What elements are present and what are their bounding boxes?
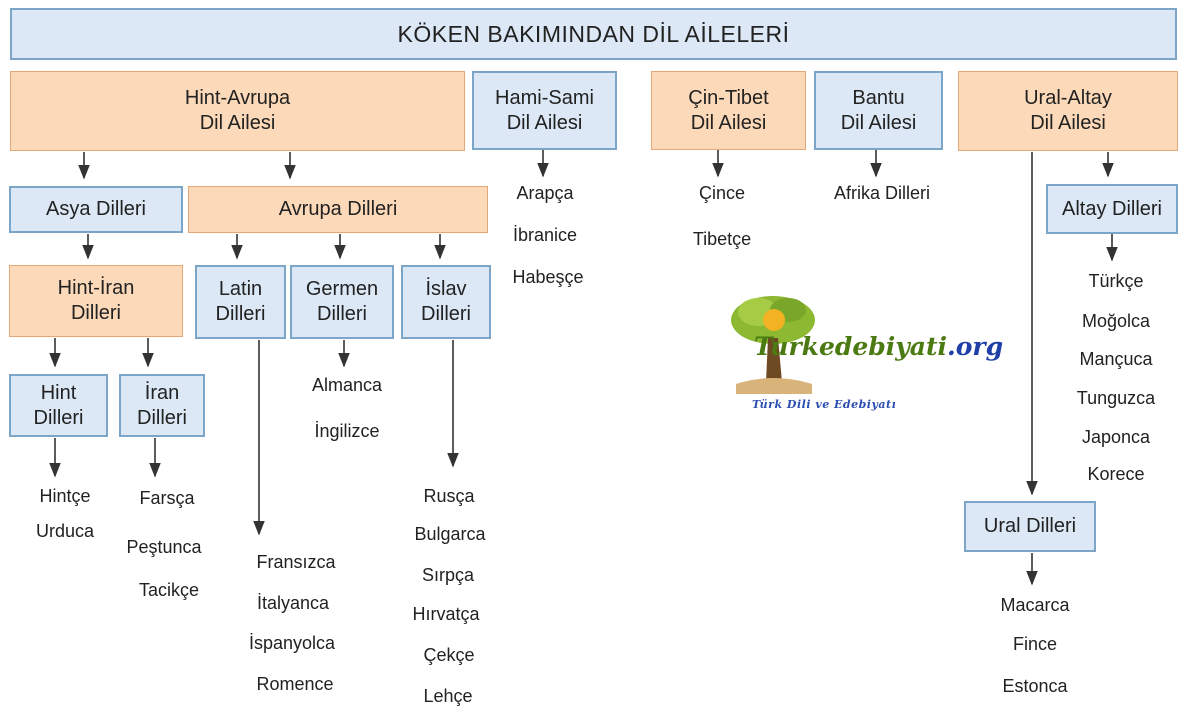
group-asya: Asya Dilleri [9,186,183,233]
lang-ibranice: İbranice [512,225,578,245]
lang-sirpca: Sırpça [421,565,475,585]
lang-cekce: Çekçe [423,645,475,665]
lang-fransizca: Fransızca [256,552,336,572]
lang-farsca: Farsça [139,488,195,508]
lang-italyanca: İtalyanca [256,593,330,613]
family-hami-sami: Hami-Sami Dil Ailesi [472,71,617,150]
lang-japonca: Japonca [1081,427,1151,447]
lang-habesce: Habeşçe [512,267,584,287]
group-germen: Germen Dilleri [290,265,394,339]
lang-turkce: Türkçe [1088,271,1144,291]
group-hint-iran: Hint-İran Dilleri [9,265,183,337]
lang-mancuca: Mançuca [1079,349,1153,369]
lang-estonca: Estonca [1002,676,1068,696]
group-latin: Latin Dilleri [195,265,286,339]
lang-bulgarca: Bulgarca [414,524,486,544]
lang-arapca: Arapça [516,183,574,203]
lang-romence: Romence [256,674,334,694]
lang-cince: Çince [698,183,746,203]
lang-urduca: Urduca [35,521,95,541]
group-avrupa: Avrupa Dilleri [188,186,488,233]
group-hint: Hint Dilleri [9,374,108,437]
lang-rusca: Rusça [423,486,475,506]
lang-fince: Fince [1012,634,1058,654]
lang-hirvatca: Hırvatça [412,604,480,624]
lang-tibetce: Tibetçe [692,229,752,249]
page-title: KÖKEN BAKIMINDAN DİL AİLELERİ [397,20,790,47]
lang-almanca: Almanca [311,375,383,395]
lang-afrika-dilleri: Afrika Dilleri [833,183,931,203]
lang-macarca: Macarca [1000,595,1070,615]
lang-tacikce: Tacikçe [138,580,200,600]
family-bantu: Bantu Dil Ailesi [814,71,943,150]
title-banner: KÖKEN BAKIMINDAN DİL AİLELERİ [10,8,1177,60]
logo-wordmark: Turkedebiyati.org [754,332,1004,361]
logo-tagline: Türk Dili ve Edebiyatı [752,398,897,411]
family-hint-avrupa: Hint-Avrupa Dil Ailesi [10,71,465,151]
lang-hintce: Hintçe [39,486,91,506]
family-cin-tibet: Çin-Tibet Dil Ailesi [651,71,806,150]
lang-ispanyolca: İspanyolca [248,633,336,653]
family-ural-altay: Ural-Altay Dil Ailesi [958,71,1178,151]
group-iran: İran Dilleri [119,374,205,437]
group-islav: İslav Dilleri [401,265,491,339]
tree-icon [731,296,815,394]
group-altay: Altay Dilleri [1046,184,1178,234]
lang-ingilizce: İngilizce [314,421,380,441]
group-ural: Ural Dilleri [964,501,1096,552]
lang-pestunca: Peştunca [126,537,202,557]
site-logo: Turkedebiyati.org Türk Dili ve Edebiyatı [728,290,1003,430]
lang-mogolca: Moğolca [1081,311,1151,331]
lang-korece: Korece [1087,464,1145,484]
lang-tunguzca: Tunguzca [1076,388,1156,408]
lang-lehce: Lehçe [423,686,473,706]
